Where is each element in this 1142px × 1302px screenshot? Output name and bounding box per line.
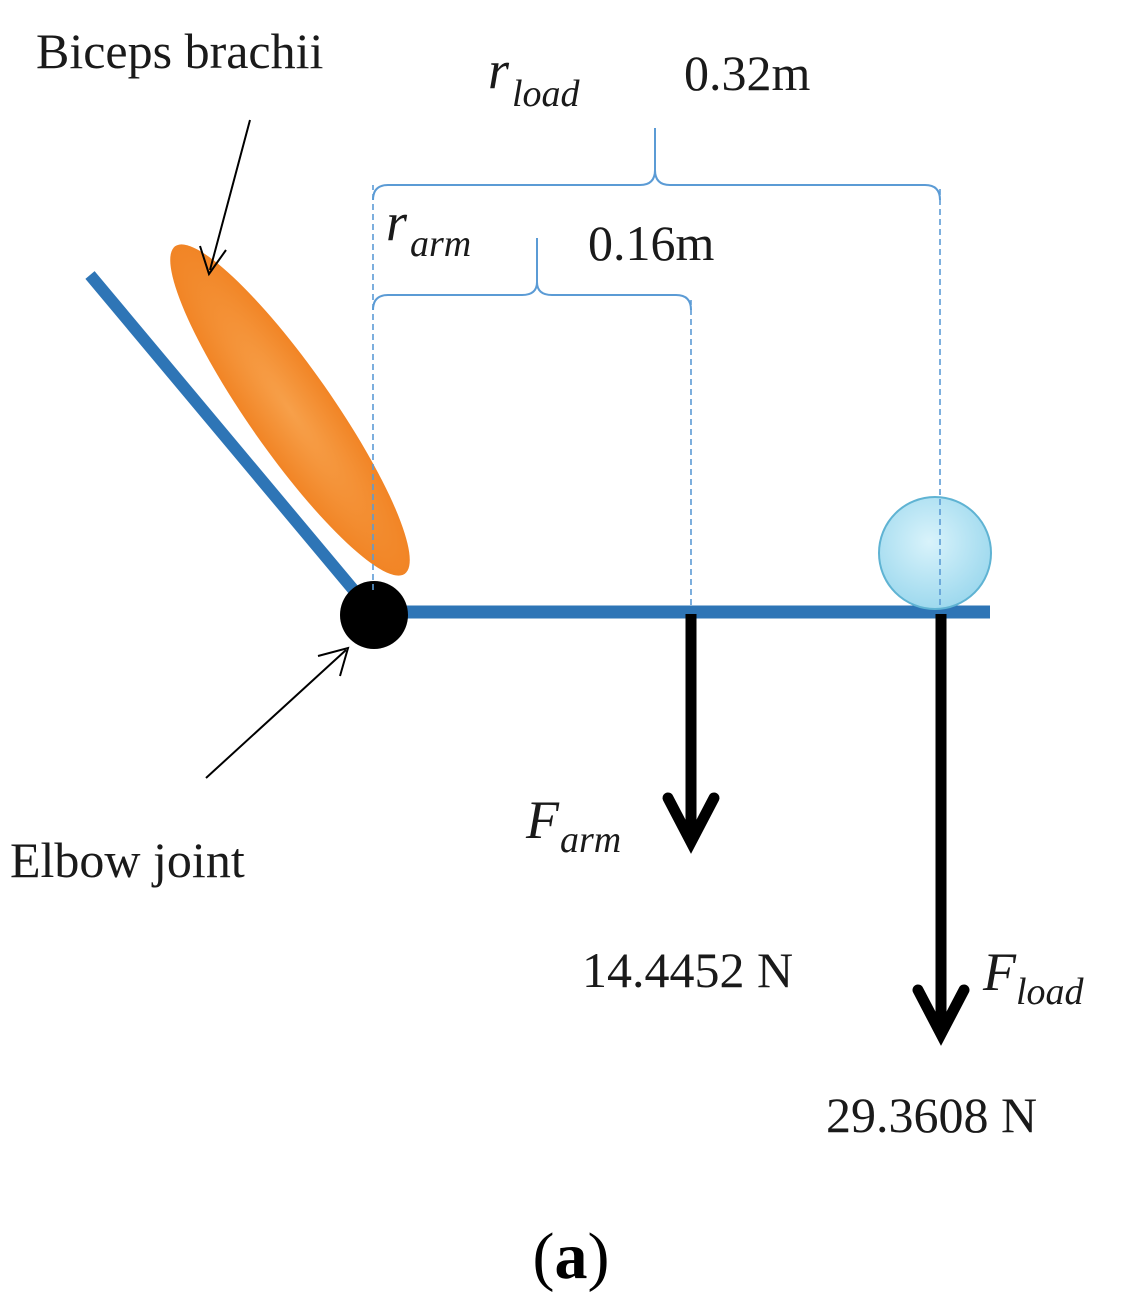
caption-open-paren: ( <box>533 1220 555 1293</box>
r-arm-brace <box>372 238 692 311</box>
figure-caption: (a) <box>533 1220 610 1293</box>
f-arm-arrow <box>662 614 720 854</box>
biceps-label: Biceps brachii <box>36 23 323 79</box>
f-load-value: 29.3608 N <box>826 1087 1037 1143</box>
f-arm-symbol: F <box>525 790 560 850</box>
r-load-symbol: r <box>488 40 510 100</box>
caption-letter: a <box>555 1220 588 1293</box>
f-load-subscript: load <box>1016 971 1085 1013</box>
biceps-pointer-arrow <box>199 119 251 277</box>
r-arm-value: 0.16m <box>588 215 715 271</box>
f-load-symbol: F <box>982 942 1017 1002</box>
biceps-muscle <box>170 244 410 576</box>
caption-close-paren: ) <box>588 1220 610 1293</box>
upper-arm-bone <box>85 271 377 616</box>
elbow-pointer-arrow <box>205 646 350 779</box>
r-arm-symbol: r <box>386 192 408 252</box>
r-load-subscript: load <box>512 73 581 115</box>
f-load-arrow <box>912 614 970 1046</box>
elbow-label: Elbow joint <box>10 832 245 888</box>
elbow-joint <box>340 581 408 649</box>
f-arm-value: 14.4452 N <box>582 942 793 998</box>
r-arm-subscript: arm <box>410 223 471 265</box>
f-arm-subscript: arm <box>560 819 621 861</box>
r-load-value: 0.32m <box>684 45 811 101</box>
r-load-brace <box>372 128 941 201</box>
load-ball <box>878 496 992 610</box>
